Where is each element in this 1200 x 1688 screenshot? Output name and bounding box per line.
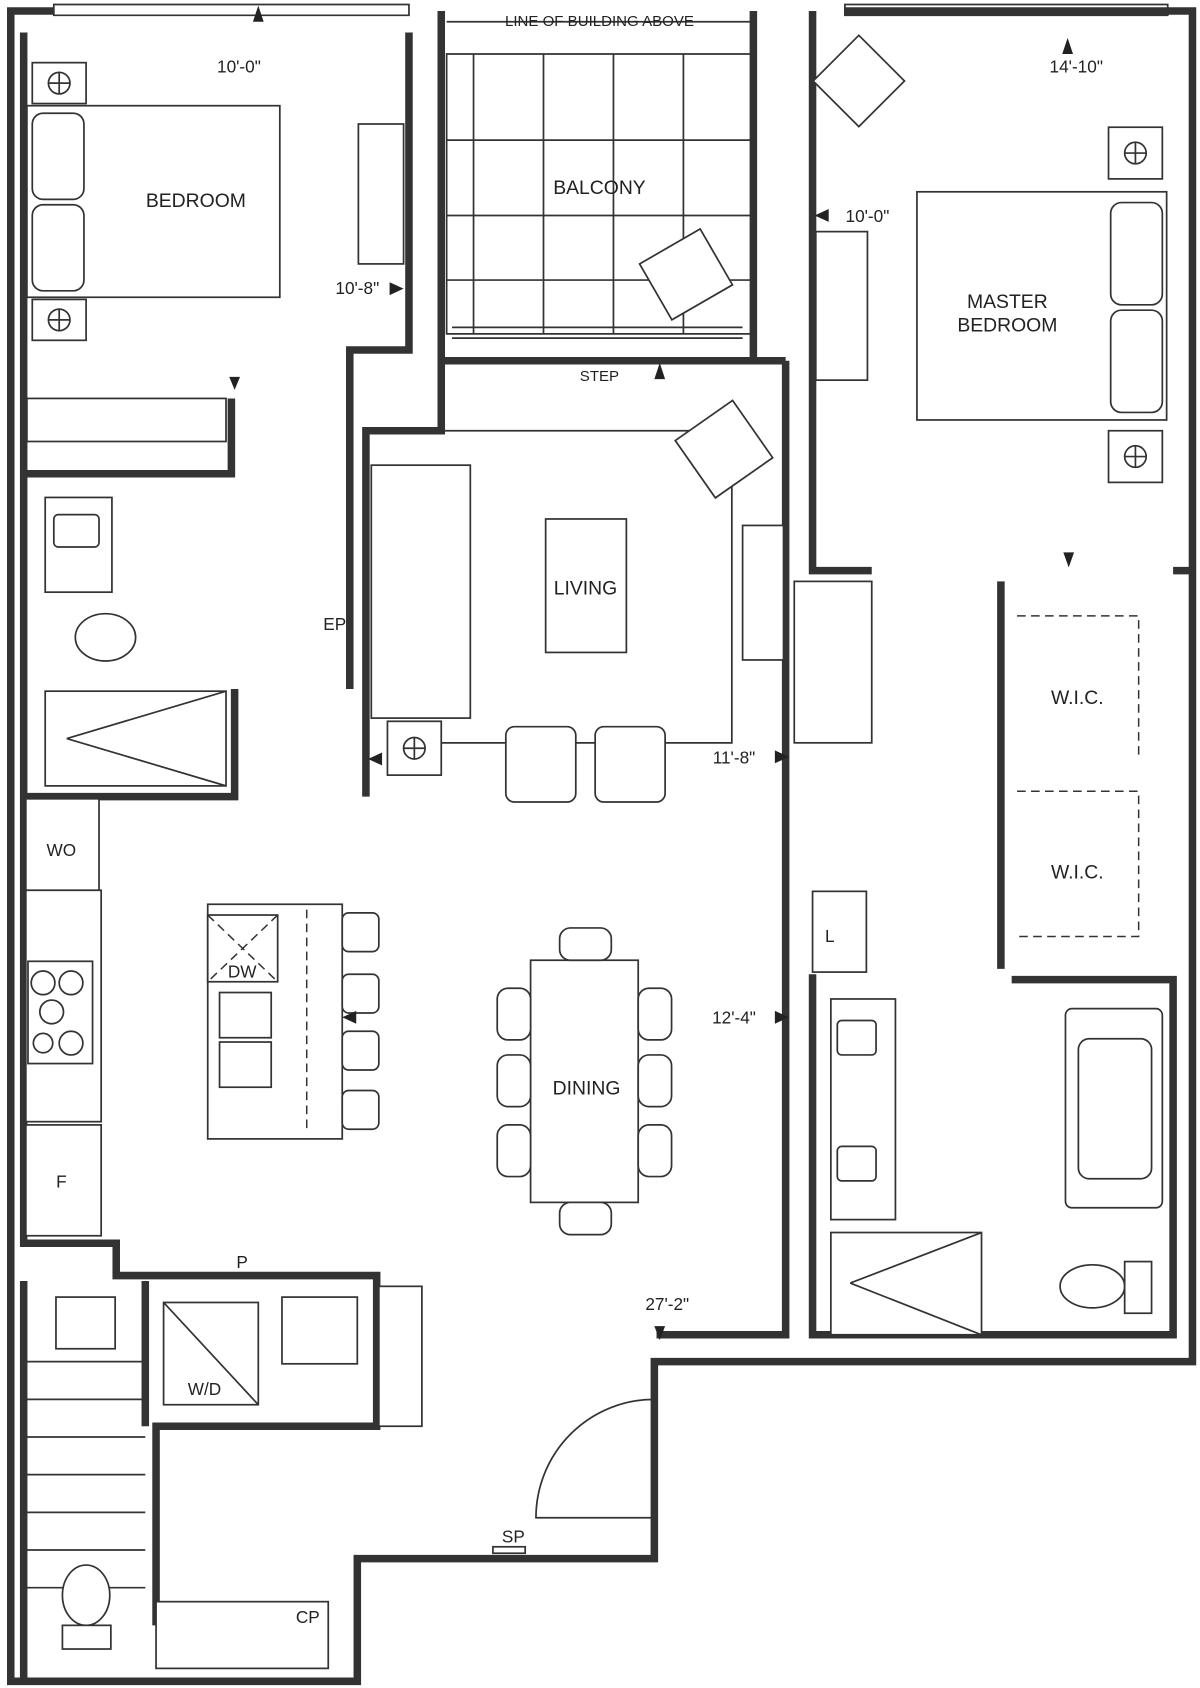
shelf	[377, 1285, 423, 1428]
armchair	[594, 725, 666, 803]
balcony-chair	[638, 227, 734, 322]
cp-note: CP	[296, 1607, 320, 1627]
pillow	[31, 203, 85, 292]
dim-overall: 27'-2"	[645, 1294, 689, 1314]
room-label-master-2: BEDROOM	[957, 315, 1057, 337]
tv-console	[741, 524, 785, 661]
room-label-wic-1: W.I.C.	[1051, 687, 1104, 709]
sink	[218, 991, 273, 1039]
ep-note: EP	[323, 614, 346, 634]
window-top-left	[52, 3, 410, 17]
sink	[218, 1041, 273, 1089]
nightstand	[31, 298, 87, 342]
living-outline	[398, 429, 733, 744]
dim-dining: 12'-4"	[712, 1008, 756, 1028]
wic-shelving	[1017, 615, 1140, 938]
room-label-wic-2: W.I.C.	[1051, 861, 1104, 883]
room-label-living: LIVING	[554, 577, 617, 599]
closet	[26, 397, 227, 443]
nightstand	[1107, 126, 1164, 180]
pillow	[1109, 309, 1164, 414]
linen-closet	[793, 580, 873, 744]
sink	[55, 1296, 117, 1350]
tub-basin	[1077, 1037, 1153, 1180]
side-table	[386, 720, 443, 776]
sink	[52, 513, 100, 548]
room-label-master-1: MASTER	[967, 291, 1048, 313]
laundry-sink	[281, 1296, 359, 1365]
p-note: P	[236, 1252, 247, 1272]
sofa	[370, 464, 472, 719]
dimension-arrows	[229, 5, 1075, 1341]
master-shower	[829, 1231, 983, 1336]
dim-living: 11'-8"	[713, 747, 756, 767]
window-top-right	[843, 3, 1169, 17]
room-label-bedroom: BEDROOM	[146, 190, 246, 212]
cooktop	[27, 960, 94, 1065]
pillow	[1109, 201, 1164, 306]
interior-walls	[19, 32, 1177, 1680]
toilet	[61, 1564, 111, 1627]
closet	[155, 1600, 330, 1670]
electrical-panel	[492, 1545, 527, 1555]
linen	[811, 890, 868, 973]
room-label-dining: DINING	[553, 1078, 621, 1100]
wd-note: W/D	[188, 1379, 221, 1399]
entry-door-swing	[535, 1398, 656, 1519]
sliding-door	[452, 326, 743, 340]
fridge	[24, 1124, 103, 1237]
toilet-tank	[61, 1624, 112, 1650]
l-note: L	[825, 926, 835, 946]
island-markings	[207, 909, 308, 1131]
dim-bedroom-length: 10'-8"	[335, 278, 379, 298]
step-note: STEP	[580, 368, 619, 385]
wo-note: WO	[47, 840, 77, 860]
sink	[836, 1145, 877, 1182]
shower	[44, 690, 227, 787]
dining-chairs	[496, 927, 673, 1236]
nightstand	[31, 61, 87, 105]
stairs	[23, 1360, 146, 1589]
dim-master-length: 10'-0"	[846, 206, 890, 226]
armchair	[811, 34, 906, 128]
nightstand	[1107, 429, 1164, 484]
dining-table	[529, 959, 640, 1204]
dresser	[357, 123, 405, 265]
toilet	[1059, 1263, 1126, 1309]
room-label-balcony: BALCONY	[553, 177, 646, 199]
sp-note: SP	[502, 1526, 525, 1546]
pillow	[31, 112, 85, 201]
armchair	[504, 725, 577, 803]
coffee-table	[544, 518, 628, 654]
dw-note: DW	[228, 961, 257, 981]
dim-bedroom-width: 10'-0"	[217, 56, 261, 76]
bar-stools	[341, 912, 380, 1131]
toilet	[74, 612, 137, 662]
dim-master-width: 14'-10"	[1050, 56, 1103, 76]
line-of-building-note: LINE OF BUILDING ABOVE	[505, 13, 694, 30]
f-note: F	[56, 1171, 67, 1191]
balcony-outline	[445, 20, 755, 335]
dresser	[814, 230, 869, 382]
armchair	[674, 399, 774, 500]
sink	[836, 1019, 877, 1056]
toilet-tank	[1123, 1260, 1153, 1315]
